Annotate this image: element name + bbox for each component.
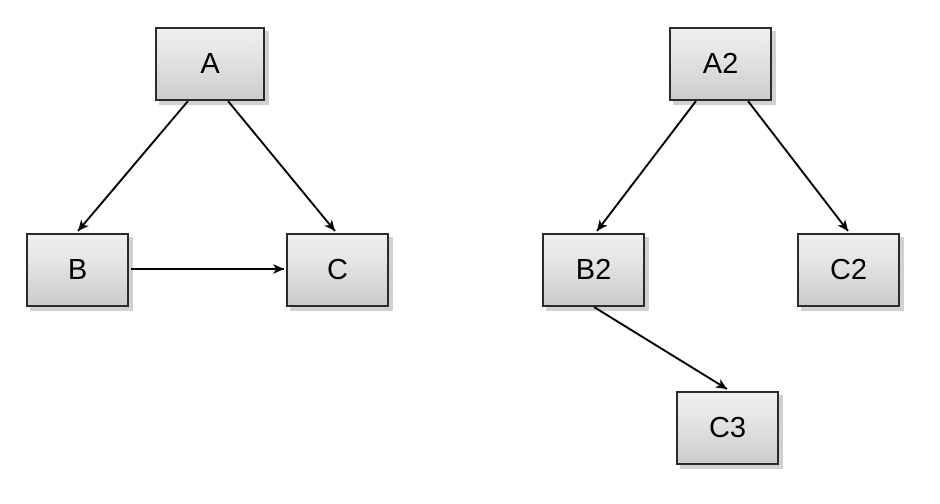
edge-a2-b2 <box>596 100 697 232</box>
node-c-label: C <box>327 253 348 286</box>
edge-a2-c2 <box>747 100 849 232</box>
node-a2-label: A2 <box>702 47 739 80</box>
node-b2-label: B2 <box>575 253 612 286</box>
node-b[interactable]: B <box>26 233 129 307</box>
node-c2[interactable]: C2 <box>797 233 900 307</box>
node-b2[interactable]: B2 <box>542 233 645 307</box>
node-b-label: B <box>67 253 88 286</box>
node-c3[interactable]: C3 <box>676 391 779 465</box>
node-c[interactable]: C <box>286 233 389 307</box>
node-c3-label: C3 <box>708 411 747 444</box>
node-a2[interactable]: A2 <box>669 27 772 101</box>
edge-a-c <box>227 100 336 232</box>
node-c2-label: C2 <box>829 253 868 286</box>
node-a-label: A <box>200 47 220 80</box>
edge-a-b <box>77 100 189 232</box>
node-a[interactable]: A <box>155 27 265 101</box>
edge-b2-c3 <box>593 306 728 390</box>
